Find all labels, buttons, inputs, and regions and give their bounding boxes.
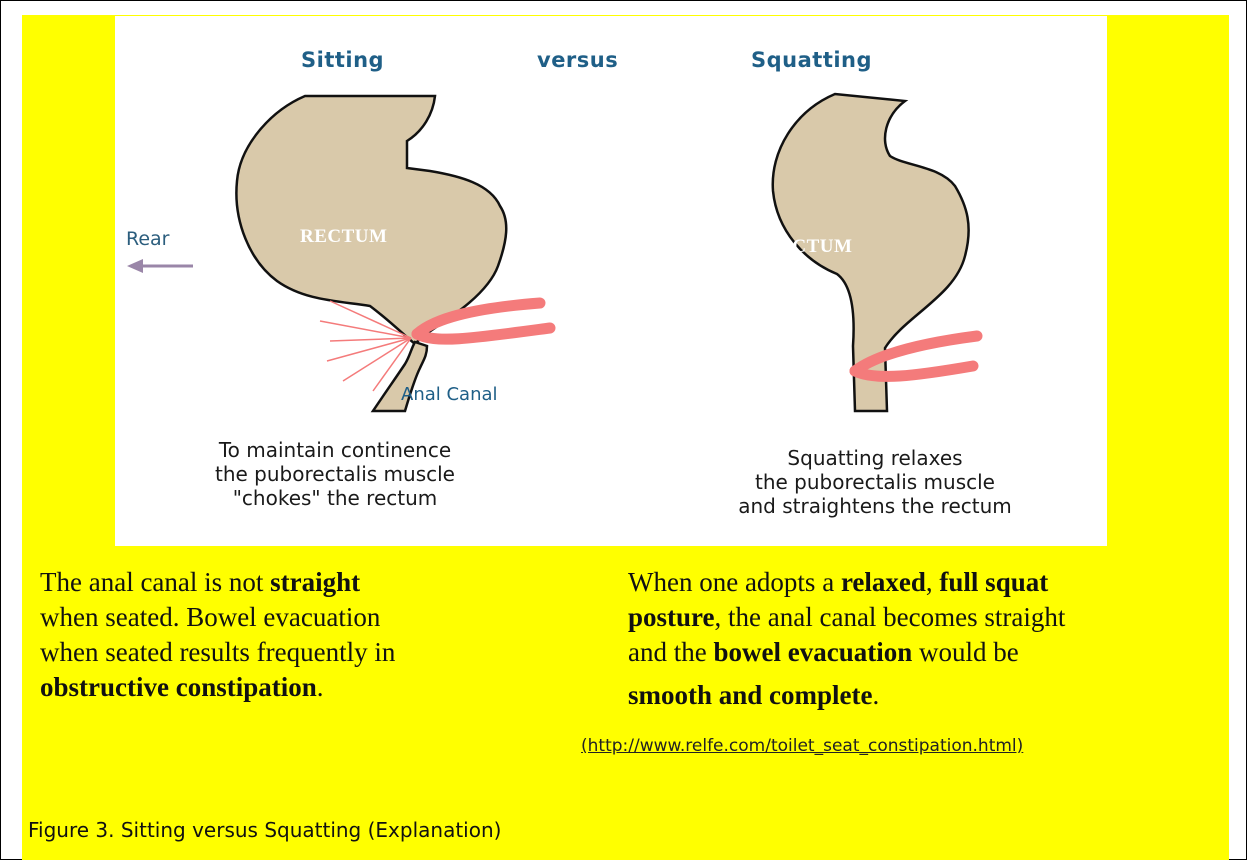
- source-link[interactable]: (http://www.relfe.com/toilet_seat_consti…: [581, 736, 1023, 756]
- heading-squatting: Squatting: [751, 48, 872, 72]
- text-bold: relaxed: [841, 567, 926, 597]
- caption-sitting: To maintain continence the puborectalis …: [175, 438, 495, 510]
- text-line: when seated. Bowel evacuation: [40, 600, 395, 635]
- caption-squatting-line: the puborectalis muscle: [705, 470, 1045, 494]
- rectum-label-sitting: RECTUM: [300, 226, 387, 248]
- heading-versus: versus: [537, 48, 618, 72]
- rectum-label-squatting: RECTUM: [765, 236, 852, 258]
- caption-sitting-line: the puborectalis muscle: [175, 462, 495, 486]
- figure-caption: Figure 3. Sitting versus Squatting (Expl…: [28, 818, 501, 842]
- rear-label: Rear: [126, 228, 170, 250]
- caption-squatting-line: Squatting relaxes: [705, 446, 1045, 470]
- text-bold: smooth and complete: [628, 680, 873, 710]
- anal-canal-label: Anal Canal: [401, 384, 498, 405]
- text-bold: bowel evacuation: [713, 637, 912, 667]
- sitting-explanation: The anal canal is not straight when seat…: [40, 565, 395, 705]
- text-span: and the: [628, 637, 713, 667]
- text-bold: posture: [628, 602, 715, 632]
- text-span: , the anal canal becomes straight: [715, 602, 1066, 632]
- heading-sitting: Sitting: [301, 48, 384, 72]
- text-span: When one adopts a: [628, 567, 841, 597]
- sitting-vs-squatting-diagram: Sitting versus Squatting Rear RECTUM REC…: [115, 16, 1107, 546]
- text-line: when seated results frequently in: [40, 635, 395, 670]
- text-span: would be: [912, 637, 1018, 667]
- text-span: .: [873, 680, 880, 710]
- sitting-rectum-shape: [236, 96, 506, 344]
- text-bold: obstructive constipation: [40, 672, 317, 702]
- text-span: The anal canal is not: [40, 567, 270, 597]
- text-span: ,: [926, 567, 940, 597]
- squatting-explanation: When one adopts a relaxed, full squat po…: [628, 565, 1065, 713]
- text-bold: full squat: [939, 567, 1048, 597]
- text-span: .: [317, 672, 324, 702]
- caption-sitting-line: To maintain continence: [175, 438, 495, 462]
- caption-squatting-line: and straightens the rectum: [705, 494, 1045, 518]
- rear-arrow-icon: [127, 259, 193, 273]
- caption-squatting: Squatting relaxes the puborectalis muscl…: [705, 446, 1045, 518]
- text-bold: straight: [270, 567, 360, 597]
- caption-sitting-line: "chokes" the rectum: [175, 486, 495, 510]
